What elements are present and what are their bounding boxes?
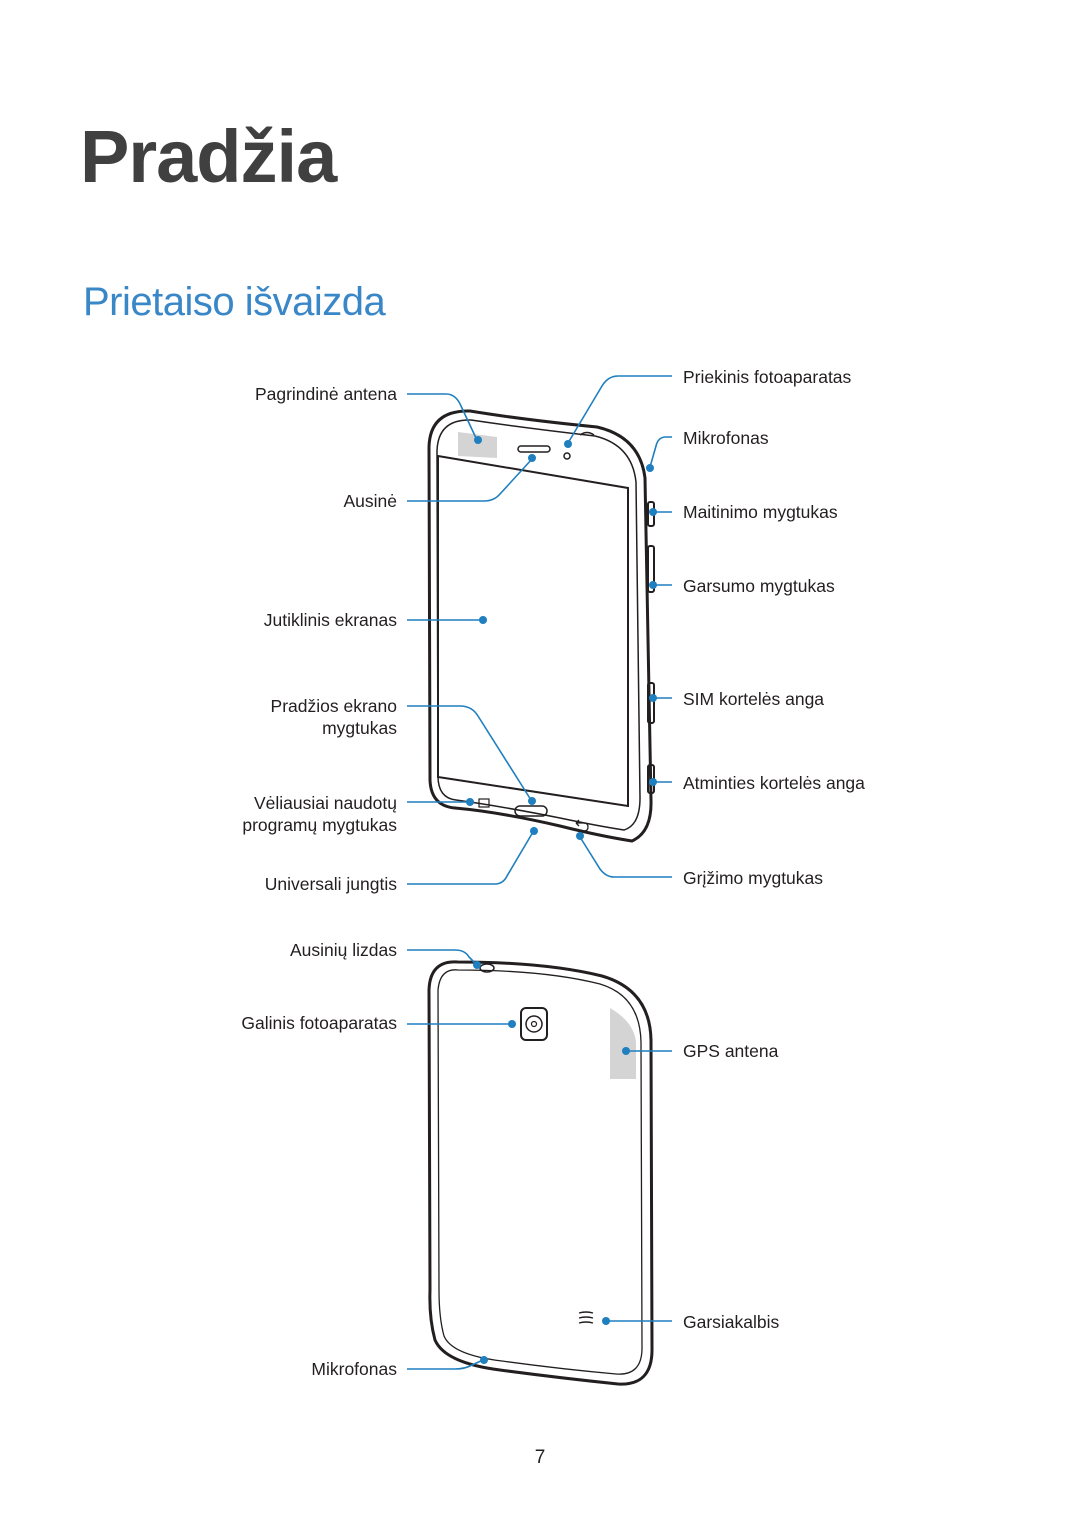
dot-touch-screen	[479, 616, 487, 624]
label-sim-slot: SIM kortelės anga	[683, 689, 825, 709]
dot-memory-slot	[649, 778, 657, 786]
label-earpiece: Ausinė	[343, 491, 397, 511]
callout-front-camera	[567, 375, 672, 444]
front-camera-lens	[563, 452, 571, 460]
top-jack-notch	[579, 431, 595, 436]
dot-power-button	[649, 508, 657, 516]
label-multipurpose-jack: Universali jungtis	[264, 874, 397, 894]
back-inner-rim	[437, 969, 643, 1375]
section-title: Prietaiso išvaizda	[83, 280, 386, 324]
label-volume-button: Garsumo mygtukas	[683, 576, 835, 596]
main-antenna-area	[458, 432, 497, 458]
gps-antenna-area	[610, 1008, 636, 1079]
dot-back-button	[576, 832, 584, 840]
dot-gps-antenna	[622, 1047, 630, 1055]
label-microphone-back: Mikrofonas	[311, 1359, 397, 1379]
home-button-outline	[514, 805, 548, 817]
device-front-view	[427, 409, 655, 843]
label-rear-camera: Galinis fotoaparatas	[241, 1013, 397, 1033]
callout-back-button	[579, 836, 672, 878]
volume-button-outline	[647, 545, 655, 593]
dot-volume-button	[649, 581, 657, 589]
dot-main-antenna	[474, 436, 482, 444]
dot-recent-apps	[466, 798, 474, 806]
dot-speaker	[602, 1317, 610, 1325]
touch-screen-area	[437, 454, 629, 808]
dot-front-camera	[564, 440, 572, 448]
callout-microphone-front	[649, 436, 672, 468]
dot-microphone-front	[646, 464, 654, 472]
label-headset-jack: Ausinių lizdas	[290, 940, 397, 960]
dot-earpiece	[528, 454, 536, 462]
back-outer-body	[427, 960, 654, 1386]
label-main-antenna: Pagrindinė antena	[254, 384, 397, 404]
callout-multipurpose-jack	[407, 831, 534, 885]
label-memory-card-slot: Atminties kortelės anga	[683, 773, 865, 793]
page-title: Pradžia	[80, 115, 337, 198]
recent-apps-icon	[478, 798, 490, 808]
label-speaker: Garsiakalbis	[683, 1312, 780, 1332]
label-recent-apps-button: Vėliausiai naudotų programų mygtukas	[242, 793, 397, 835]
label-home-button: Pradžios ekrano mygtukas	[270, 696, 397, 738]
label-gps-antenna: GPS antena	[683, 1041, 779, 1061]
dot-microphone-back	[480, 1356, 488, 1364]
front-outer-body	[427, 409, 653, 843]
dot-rear-camera	[508, 1020, 516, 1028]
rear-camera-center	[530, 1020, 538, 1028]
dot-sim-slot	[649, 694, 657, 702]
callout-lines	[407, 375, 672, 1370]
callout-dots	[466, 436, 657, 1364]
dot-headset-jack	[473, 961, 481, 969]
earpiece-grille	[517, 445, 551, 453]
device-back-view	[427, 960, 654, 1386]
label-back-button: Grįžimo mygtukas	[683, 868, 824, 888]
callout-earpiece	[407, 458, 533, 502]
callout-headset-jack	[407, 949, 477, 965]
callout-main-antenna	[407, 393, 477, 439]
sim-slot-outline	[647, 682, 655, 724]
page-number: 7	[534, 1447, 546, 1468]
front-inner-rim	[436, 419, 641, 831]
label-front-camera: Priekinis fotoaparatas	[683, 367, 852, 387]
back-icon	[575, 819, 589, 832]
rear-camera-lens	[525, 1015, 543, 1033]
label-touch-screen: Jutiklinis ekranas	[263, 610, 397, 630]
label-power-button: Maitinimo mygtukas	[683, 502, 838, 522]
label-microphone-front: Mikrofonas	[683, 428, 769, 448]
speaker-grille	[578, 1311, 594, 1324]
dot-home-button	[528, 797, 536, 805]
rear-camera-housing	[520, 1007, 548, 1041]
callout-home-button	[407, 705, 532, 801]
headset-jack-port	[479, 963, 495, 973]
dot-multipurpose-jack	[530, 827, 538, 835]
callout-microphone-back	[407, 1359, 484, 1370]
